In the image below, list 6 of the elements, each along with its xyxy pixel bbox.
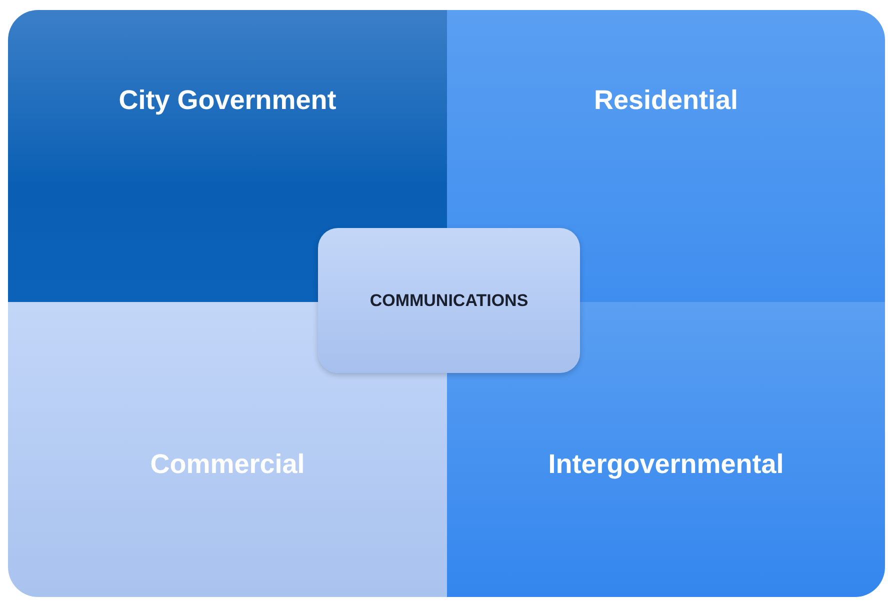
quadrant-title: Commercial [149, 449, 306, 480]
quadrant-title: Intergovernmental [547, 449, 785, 480]
center-label: COMMUNICATIONS [370, 290, 528, 310]
quadrant-title: City Government [118, 85, 338, 116]
quadrant-title: Residential [592, 85, 740, 116]
center-box [318, 228, 580, 373]
